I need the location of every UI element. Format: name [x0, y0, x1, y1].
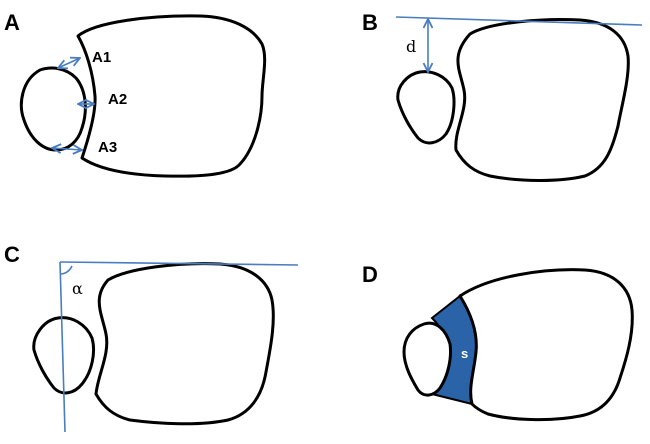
- a3-label: A3: [98, 139, 117, 156]
- panel-b-large-shape: [454, 18, 630, 182]
- panel-d-small-shape: [402, 321, 452, 397]
- a2-label: A2: [108, 91, 127, 108]
- d-s-label: s: [461, 346, 468, 361]
- a1-arrow: [58, 58, 80, 68]
- panel-c: C α: [4, 242, 299, 433]
- panel-a: A A1 A2 A3: [4, 10, 267, 178]
- c-reference-line: [59, 261, 299, 266]
- a3-arrow: [52, 148, 82, 150]
- panel-b-small-shape: [396, 70, 456, 145]
- panel-c-small-shape: [32, 316, 96, 395]
- panel-c-large-shape: [94, 262, 275, 426]
- b-reference-line: [395, 16, 643, 26]
- panel-b-label: B: [362, 10, 378, 35]
- c-alpha-label: α: [72, 279, 83, 298]
- panel-a-large-shape: [76, 14, 267, 178]
- panel-b: B d: [362, 10, 643, 182]
- panel-d-large-shape: [458, 268, 634, 422]
- a1-label: A1: [92, 49, 111, 66]
- b-d-label: d: [406, 37, 416, 56]
- panel-c-label: C: [4, 242, 20, 267]
- panel-a-small-shape: [19, 66, 87, 152]
- c-vertical-line: [59, 261, 66, 433]
- c-angle-arc: [59, 265, 73, 275]
- panel-a-label: A: [4, 10, 20, 35]
- panel-d-label: D: [362, 262, 378, 287]
- panel-d: D s: [362, 262, 634, 422]
